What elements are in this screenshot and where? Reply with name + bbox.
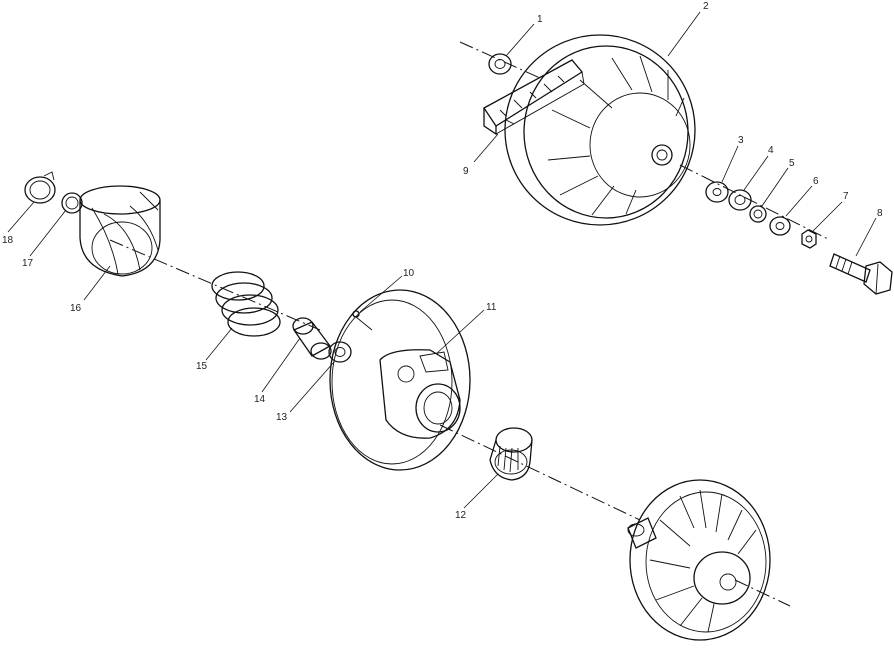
leader-lines <box>7 11 877 509</box>
bolt-part-8 <box>829 253 893 295</box>
washer-part-4 <box>728 189 752 211</box>
fixed-sheave-part-2 <box>504 34 696 226</box>
callout-2: 2 <box>703 1 709 12</box>
callout-18: 18 <box>2 235 14 246</box>
callout-6: 6 <box>813 176 819 187</box>
callout-11: 11 <box>486 302 497 313</box>
snap-ring-part-18 <box>24 171 56 204</box>
callout-17: 17 <box>22 258 34 269</box>
callout-1: 1 <box>537 14 543 25</box>
callout-16: 16 <box>70 303 82 314</box>
roller-part-12 <box>489 427 533 481</box>
lower-fixed-sheave <box>627 479 771 641</box>
washer-part-13 <box>328 341 352 363</box>
axis-left <box>109 239 321 331</box>
callout-15: 15 <box>196 361 208 372</box>
washer-part-1 <box>488 53 512 75</box>
callout-3: 3 <box>738 135 744 146</box>
wear-block-part-9 <box>483 59 585 136</box>
callout-12: 12 <box>455 510 467 521</box>
nut-part-7 <box>801 229 817 249</box>
spring-part-15 <box>211 271 281 337</box>
callout-7: 7 <box>843 191 849 202</box>
callout-5: 5 <box>789 158 795 169</box>
assembly-axes <box>109 41 831 607</box>
axis-lower <box>439 424 641 521</box>
axis-lower-right <box>734 579 791 607</box>
washer-part-6 <box>769 216 791 236</box>
axis-upper-left <box>459 41 541 79</box>
helix-cam-part-16 <box>79 185 161 277</box>
callout-10: 10 <box>403 268 415 279</box>
lock-washer-part-5 <box>749 205 767 223</box>
callout-13: 13 <box>276 412 288 423</box>
callout-14: 14 <box>254 394 266 405</box>
callout-9: 9 <box>463 166 469 177</box>
bushing-part-14 <box>292 317 332 360</box>
washer-part-17 <box>61 192 83 214</box>
axis-upper-right <box>679 164 831 241</box>
movable-sheave-part-11 <box>329 289 471 471</box>
set-screw-part-10 <box>352 310 373 331</box>
callout-8: 8 <box>877 208 883 219</box>
washer-part-3 <box>705 181 729 203</box>
callout-4: 4 <box>768 145 774 156</box>
callout-labels: 1 2 3 4 5 6 7 8 9 10 11 12 13 14 15 16 1… <box>2 1 883 521</box>
